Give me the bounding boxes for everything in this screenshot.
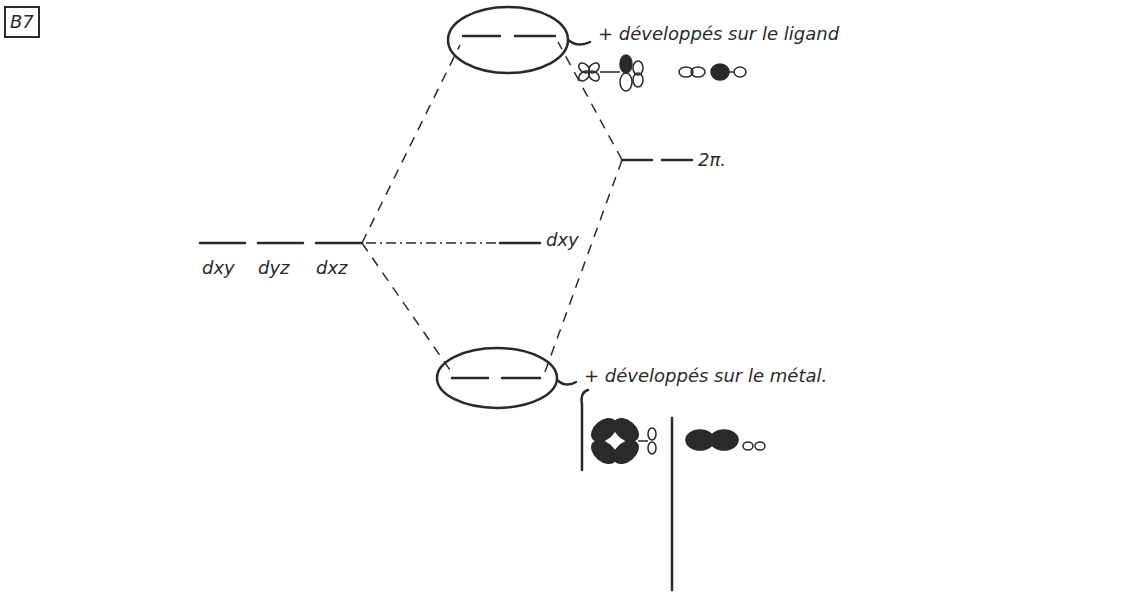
annotation: + développés sur le métal. <box>584 366 827 386</box>
section-number: B7 <box>10 12 34 32</box>
annotation: + développés sur le ligand <box>598 24 839 44</box>
section-box: B7 <box>4 6 40 38</box>
orbital-label: dxy <box>546 230 579 250</box>
orbital-label: dxy <box>202 258 235 278</box>
orbital-label: dxz <box>316 258 348 278</box>
orbital-label: 2π. <box>698 150 726 170</box>
orbital-label: dyz <box>258 258 290 278</box>
